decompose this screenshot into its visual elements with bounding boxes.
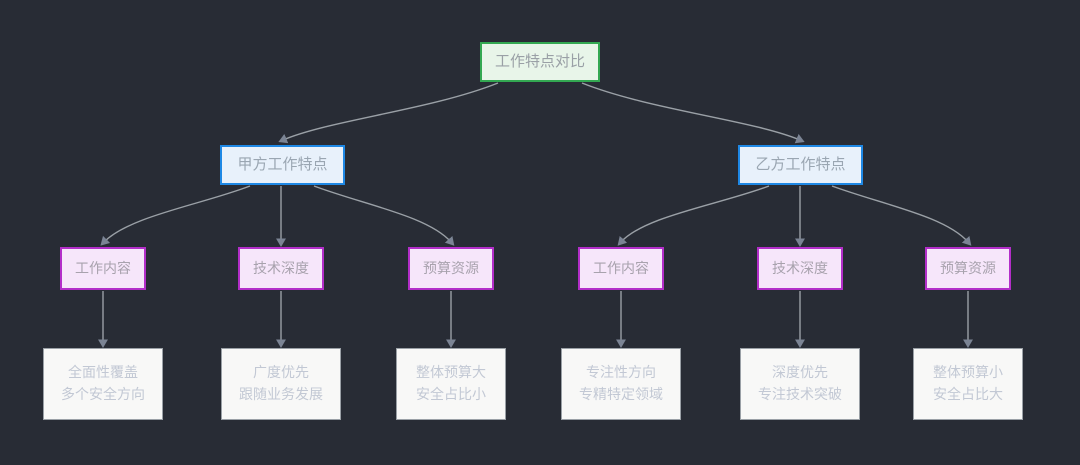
node-label: 工作内容 [593, 259, 649, 276]
node-label-line1: 全面性覆盖 [68, 364, 138, 381]
node-label-line2: 安全占比大 [933, 386, 1003, 402]
node-a-budget-leaf[interactable]: 整体预算大安全占比小 [396, 348, 506, 420]
node-label: 技术深度 [772, 259, 828, 276]
node-b-content-leaf[interactable]: 专注性方向专精特定领域 [561, 348, 681, 420]
node-party-b[interactable]: 乙方工作特点 [738, 145, 863, 185]
node-label: 乙方工作特点 [755, 156, 846, 174]
node-a-content-leaf[interactable]: 全面性覆盖多个安全方向 [43, 348, 163, 420]
node-b-content[interactable]: 工作内容 [578, 247, 664, 290]
node-label-line1: 整体预算大 [416, 364, 486, 381]
node-a-tech-leaf[interactable]: 广度优先跟随业务发展 [221, 348, 341, 420]
node-label-line2: 专精特定领域 [579, 386, 663, 402]
node-a-content[interactable]: 工作内容 [60, 247, 146, 290]
node-label-line1: 深度优先 [772, 364, 828, 381]
node-label: 预算资源 [940, 259, 996, 276]
node-label-line2: 安全占比小 [416, 386, 486, 402]
node-b-tech[interactable]: 技术深度 [757, 247, 843, 290]
node-root[interactable]: 工作特点对比 [480, 42, 600, 82]
edge-root-to-party-a [278, 82, 499, 144]
node-label-line1: 专注性方向 [586, 364, 656, 381]
node-label: 预算资源 [423, 259, 479, 276]
edge-party-a-to-a-budget [313, 185, 455, 246]
edge-party-a-to-a-content [100, 185, 251, 246]
node-label-line1: 广度优先 [253, 364, 309, 381]
node-label: 工作内容 [75, 259, 131, 276]
node-label-line2: 专注技术突破 [758, 386, 842, 402]
node-a-tech[interactable]: 技术深度 [238, 247, 324, 290]
node-a-budget[interactable]: 预算资源 [408, 247, 494, 290]
edge-party-b-to-b-budget [831, 185, 972, 246]
node-label: 技术深度 [253, 259, 309, 276]
node-party-a[interactable]: 甲方工作特点 [220, 145, 345, 185]
node-b-tech-leaf[interactable]: 深度优先专注技术突破 [740, 348, 860, 420]
node-label: 工作特点对比 [494, 53, 585, 71]
edge-group [97, 82, 974, 349]
node-label-line2: 跟随业务发展 [239, 386, 323, 402]
node-label: 甲方工作特点 [237, 156, 328, 174]
node-b-budget[interactable]: 预算资源 [925, 247, 1011, 290]
node-label-line2: 多个安全方向 [61, 386, 145, 402]
node-b-budget-leaf[interactable]: 整体预算小安全占比大 [913, 348, 1023, 420]
node-label-line1: 整体预算小 [933, 364, 1003, 381]
edge-root-to-party-b [581, 82, 805, 144]
edge-party-b-to-b-content [617, 185, 770, 246]
